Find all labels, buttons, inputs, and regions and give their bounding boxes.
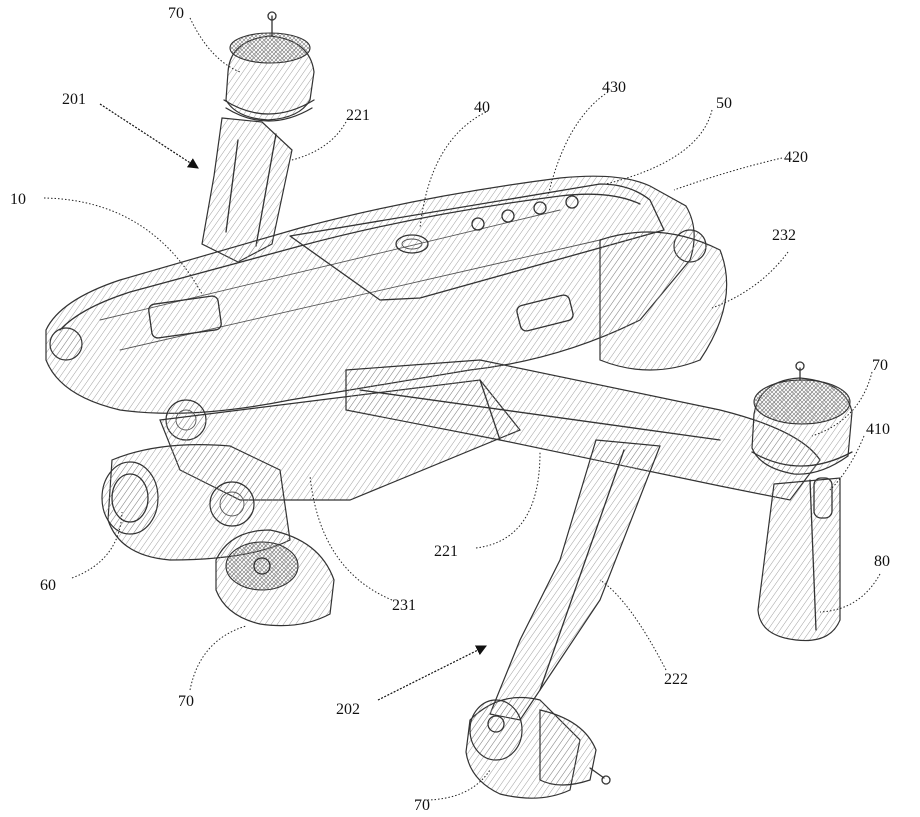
label-410: 410 [866,421,890,438]
front-left-motor-assembly [223,11,315,122]
label-70-bottom-left: 70 [178,693,194,710]
rear-lower-arm [489,439,661,721]
arrow-202 [377,645,487,701]
right-landing-leg [757,477,841,642]
label-221-mid: 221 [434,543,458,560]
label-40: 40 [474,99,490,116]
label-420: 420 [784,149,808,166]
label-70-right: 70 [872,357,888,374]
label-430: 430 [602,79,626,96]
label-60: 60 [40,577,56,594]
reference-labels: 70 201 221 40 430 50 420 10 232 70 410 6… [10,5,890,814]
label-10: 10 [10,191,26,208]
leader-lines [43,17,881,801]
label-50: 50 [716,95,732,112]
label-222: 222 [664,671,688,688]
arrow-201 [99,103,199,169]
battery-led-indicators [471,195,579,231]
direction-arrows [99,103,487,701]
rear-lower-motor-assembly [465,696,611,799]
label-231: 231 [392,597,416,614]
label-232: 232 [772,227,796,244]
label-70-top: 70 [168,5,184,22]
power-button [395,234,429,254]
label-221-top: 221 [346,107,370,124]
gimbal-camera [101,444,291,561]
label-201: 201 [62,91,86,108]
battery-latch [516,294,574,332]
label-80: 80 [874,553,890,570]
label-202: 202 [336,701,360,718]
rear-left-motor-assembly [215,529,335,627]
indicator-light [813,477,833,519]
label-70-bottom: 70 [414,797,430,814]
front-right-motor-assembly [751,361,853,475]
